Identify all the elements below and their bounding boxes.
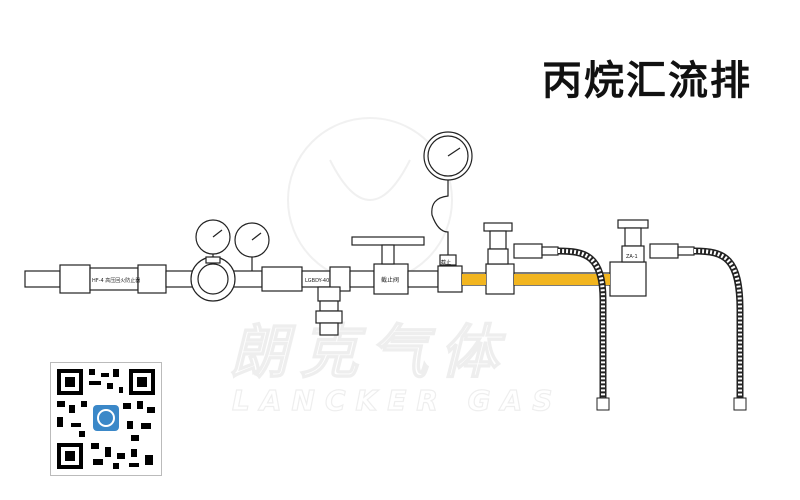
right-valve-tag: ZA-1 <box>626 254 638 260</box>
pressure-gauge-top <box>423 131 473 266</box>
shutoff-valve <box>351 236 425 265</box>
left-filter-label: HF-4 高压回火防止器 <box>92 277 140 284</box>
watermark-brand-cn: 朗克气体 <box>230 318 510 386</box>
highlighted-pipe <box>462 274 610 285</box>
page-title: 丙烷汇流排 <box>542 58 752 104</box>
brand-logo-icon <box>93 405 119 431</box>
highlight-segment-2 <box>514 274 610 285</box>
pressure-regulator <box>190 219 270 302</box>
hose-valve-1 <box>483 222 559 265</box>
main-pipeline <box>24 261 647 297</box>
watermark-brand-en: LANCKER GAS <box>232 384 562 417</box>
regulator-label: LGBDY-40 <box>305 278 329 284</box>
hose-valve-2 <box>617 219 695 263</box>
highlight-segment-1 <box>462 274 486 285</box>
qr-code-icon <box>50 362 162 476</box>
small-valve-label: 截止 <box>441 259 451 266</box>
watermark: 朗克气体 LANCKER GAS <box>229 117 562 418</box>
relief-valve <box>315 286 343 336</box>
shutoff-valve-label: 截止阀 <box>381 276 399 284</box>
flexible-hose-2 <box>693 247 744 398</box>
